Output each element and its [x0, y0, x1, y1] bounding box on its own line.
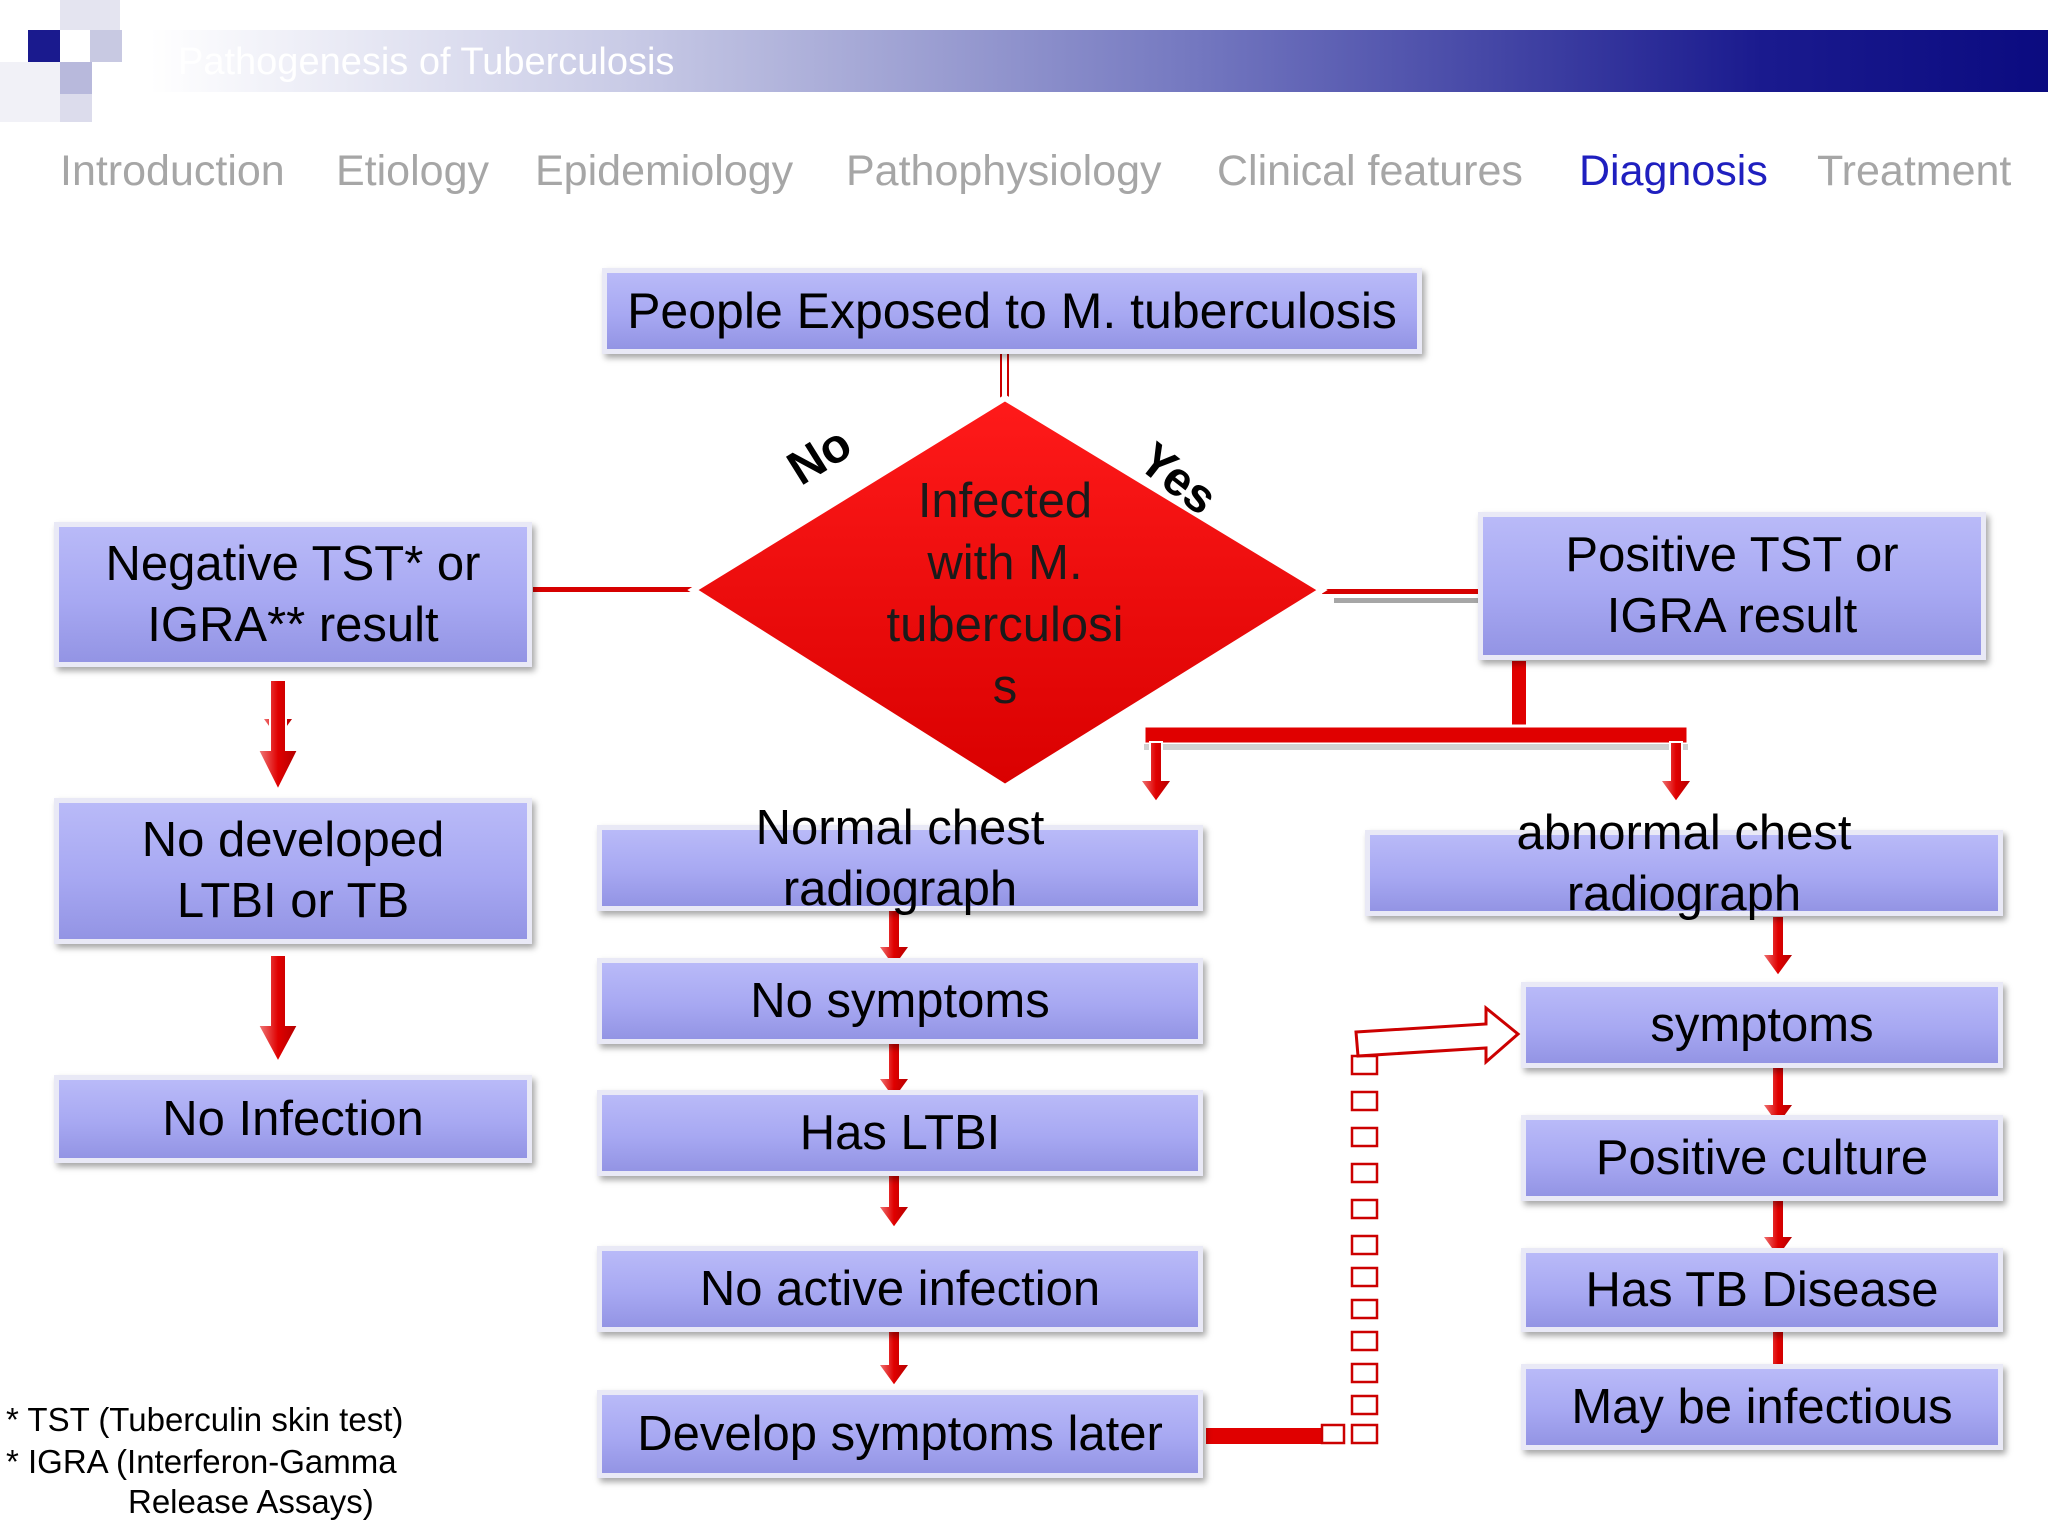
decision-line: with M. [927, 536, 1083, 590]
no-ltbi-line: No developed [141, 813, 445, 867]
no-symptoms-label: No symptoms [750, 973, 1050, 1028]
connector-later-to-symptoms [1206, 1004, 1521, 1445]
arrow-to-normal [1139, 741, 1173, 803]
may-be-infectious-box: May be infectious [1521, 1364, 2003, 1450]
abnormal-radiograph-box: abnormal chest radiograph [1365, 806, 2003, 921]
arrow-outcome-to-final [256, 954, 300, 1065]
header-banner [150, 30, 2048, 92]
logo-square-light [90, 30, 122, 62]
normal-radiograph-line: Normal chest [755, 801, 1045, 855]
has-tb-disease-box: Has TB Disease [1521, 1248, 2003, 1332]
symptoms-box: symptoms [1521, 982, 2003, 1068]
positive-culture-box: Positive culture [1521, 1115, 2003, 1201]
start-box: People Exposed to M. tuberculosis [602, 268, 1422, 354]
abnormal-radiograph-line: radiograph [1566, 867, 1802, 921]
connector-no [533, 587, 693, 592]
nav-introduction[interactable]: Introduction [60, 147, 285, 195]
negative-result-line: Negative TST* or [105, 536, 481, 591]
symptoms-label: symptoms [1650, 997, 1874, 1052]
no-ltbi-line: LTBI or TB [176, 874, 410, 928]
has-ltbi-box: Has LTBI [597, 1090, 1203, 1176]
decision-line: s [992, 660, 1018, 714]
no-active-infection-label: No active infection [699, 1261, 1101, 1316]
logo-square-light [60, 94, 92, 122]
nav-epidemiology[interactable]: Epidemiology [535, 147, 794, 195]
connector-yes-shadow [1334, 598, 1478, 603]
may-be-infectious-label: May be infectious [1571, 1379, 1953, 1434]
normal-radiograph-line: radiograph [782, 862, 1018, 916]
nav-treatment[interactable]: Treatment [1817, 147, 2012, 195]
logo-square-light [60, 62, 92, 94]
no-infection-box: No Infection [54, 1075, 532, 1163]
no-ltbi-box: No developed LTBI or TB [54, 798, 532, 944]
footnote-tst: * TST (Tuberculin skin test) [6, 1401, 404, 1438]
decision-line: Infected [917, 474, 1093, 528]
nav-etiology[interactable]: Etiology [336, 147, 489, 195]
develop-symptoms-later-label: Develop symptoms later [637, 1406, 1163, 1461]
logo-square-light [60, 0, 120, 30]
decision-text: Infected with M. tuberculosi s [860, 470, 1150, 718]
decision-line: tuberculosi [886, 598, 1124, 652]
negative-result-line: IGRA** result [147, 597, 439, 652]
arrow-noactive-to-later [877, 1325, 911, 1387]
arrow-ltbi-to-noactive [877, 1167, 911, 1229]
develop-symptoms-later-box: Develop symptoms later [597, 1390, 1203, 1478]
arrow-negative-to-outcome-big [256, 679, 300, 793]
logo-square-dark [28, 30, 60, 62]
no-active-infection-box: No active infection [597, 1246, 1203, 1332]
connector-yes [1322, 589, 1478, 594]
footnote-igra: * IGRA (Interferon-Gamma [6, 1443, 397, 1480]
footnote-igra-cont: Release Assays) [128, 1483, 374, 1520]
connector-start-to-decision [1000, 351, 1009, 403]
positive-result-line: IGRA result [1606, 589, 1858, 643]
no-symptoms-box: No symptoms [597, 958, 1203, 1044]
has-tb-disease-label: Has TB Disease [1585, 1262, 1939, 1317]
nav-clinical-features[interactable]: Clinical features [1217, 147, 1523, 195]
connector-positive-branch [1142, 659, 1690, 750]
has-ltbi-label: Has LTBI [799, 1105, 1001, 1160]
nav-pathophysiology[interactable]: Pathophysiology [846, 147, 1162, 195]
positive-result-box: Positive TST or IGRA result [1478, 512, 1986, 660]
no-infection-label: No Infection [162, 1091, 424, 1146]
arrow-abnormal-to-symptoms [1761, 915, 1795, 977]
normal-radiograph-box: Normal chest radiograph [597, 801, 1203, 916]
positive-result-line: Positive TST or [1565, 528, 1899, 582]
negative-result-box: Negative TST* or IGRA** result [54, 522, 532, 667]
positive-culture-label: Positive culture [1595, 1130, 1929, 1185]
decision-diamond [687, 394, 1328, 791]
page-title: Pathogenesis of Tuberculosis [178, 41, 675, 83]
abnormal-radiograph-line: abnormal chest [1516, 806, 1852, 860]
nav-diagnosis[interactable]: Diagnosis [1579, 147, 1768, 195]
start-label: People Exposed to M. tuberculosis [627, 282, 1397, 339]
arrow-to-abnormal [1659, 741, 1693, 803]
logo-square-light [0, 62, 60, 122]
